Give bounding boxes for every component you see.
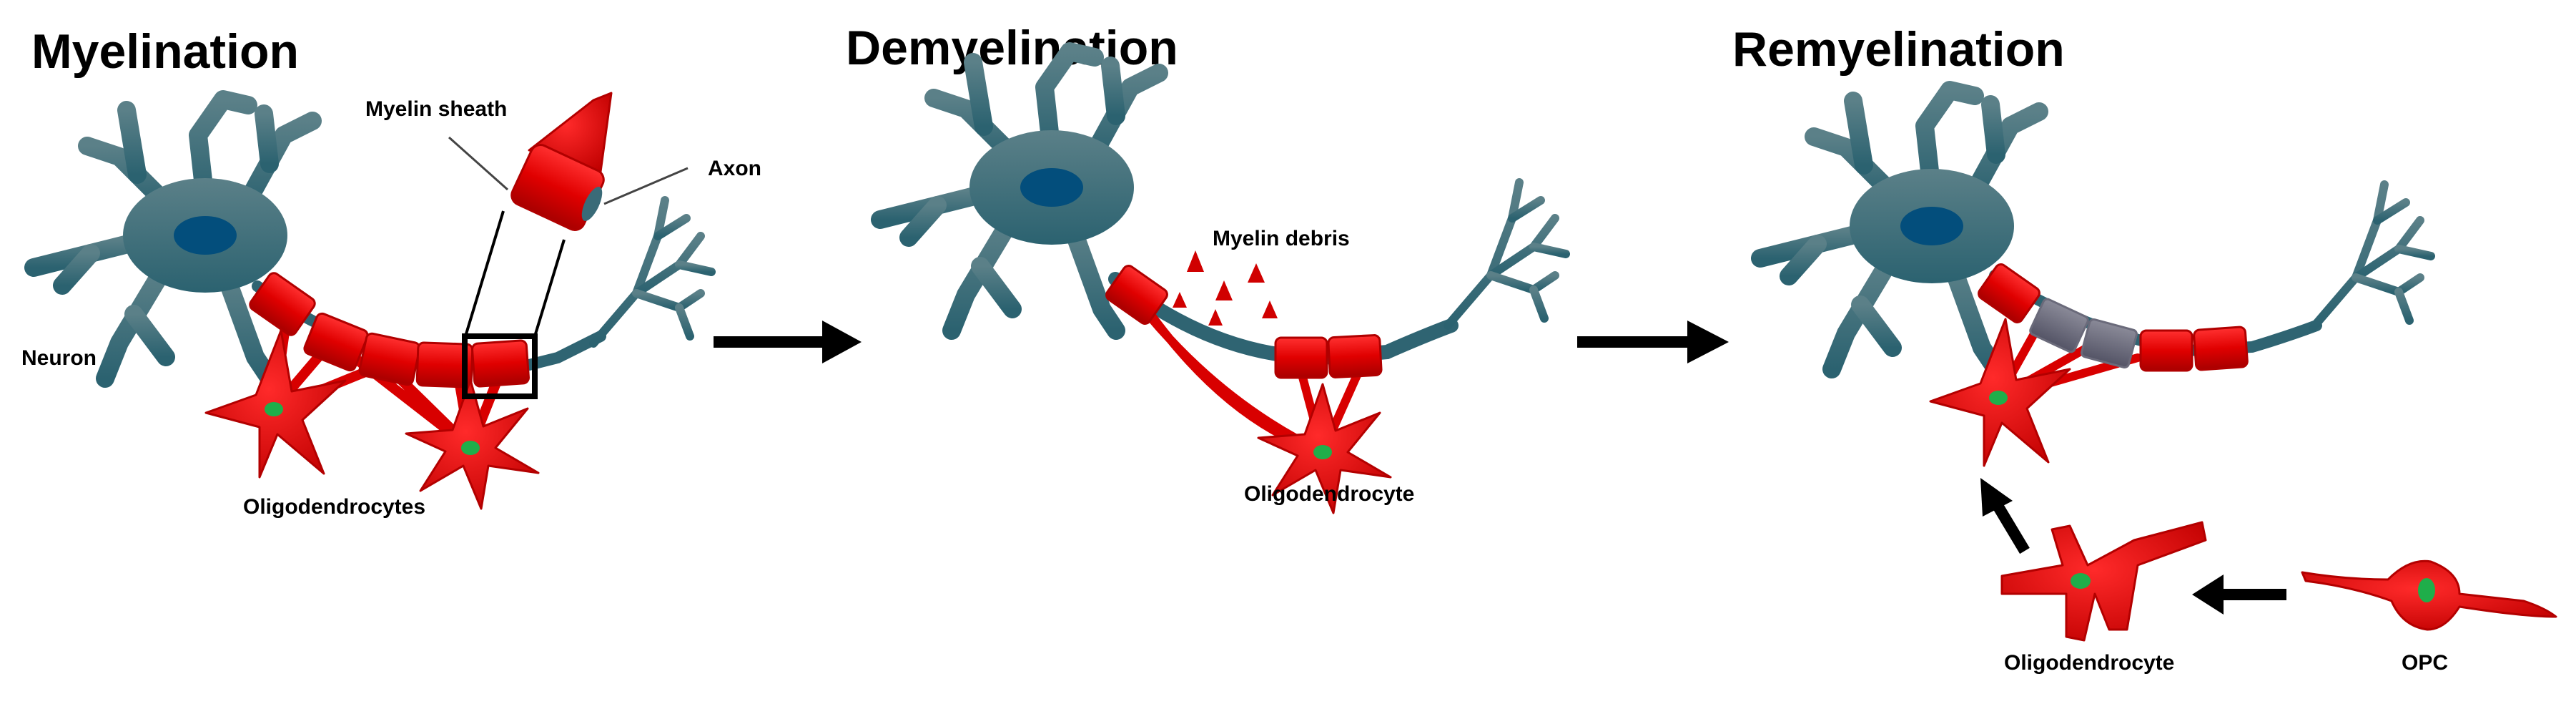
arrow-right-2	[1577, 321, 1729, 363]
label-neuron: Neuron	[21, 346, 97, 370]
arrow-right-1	[714, 321, 862, 363]
neuron	[880, 52, 1566, 366]
label-oligodendrocyte: Oligodendrocyte	[1244, 482, 1414, 506]
myelin-segments	[249, 272, 530, 388]
label-myelin-debris: Myelin debris	[1213, 227, 1350, 250]
panel-myelination: Myelination	[21, 24, 761, 519]
label-oligodendrocytes: Oligodendrocytes	[243, 495, 425, 519]
label-axon: Axon	[708, 157, 761, 180]
oligodendrocyte	[204, 329, 347, 479]
panel-remyelination: Remyelination	[1732, 22, 2557, 675]
myelin-sheath-callout	[510, 92, 613, 231]
arrow-up-left	[1980, 478, 2030, 554]
panel-title: Myelination	[31, 24, 299, 79]
myelin-segments	[1105, 265, 1383, 379]
myelin-segments	[1978, 263, 2249, 372]
arrow-left	[2192, 574, 2286, 615]
zoom-lines	[464, 210, 566, 337]
zoom-box	[462, 333, 538, 399]
opc-cell	[2301, 559, 2557, 631]
label-myelin-sheath: Myelin sheath	[365, 97, 507, 121]
label-oligodendrocyte: Oligodendrocyte	[2004, 651, 2174, 675]
oligodendrocyte	[1257, 383, 1392, 514]
oligodendrocyte-processes	[1132, 296, 1363, 456]
oligodendrocyte	[1929, 318, 2071, 467]
panel-demyelination: Demyelination Myelin debris Oli	[846, 21, 1566, 514]
callout-leaders	[448, 136, 689, 205]
panel-title: Remyelination	[1732, 22, 2065, 77]
myelin-debris	[1173, 250, 1278, 326]
oligodendrocyte	[405, 378, 540, 510]
panel-title: Demyelination	[846, 21, 1178, 75]
oligodendrocyte-lower	[2000, 521, 2207, 642]
label-opc: OPC	[2402, 651, 2448, 675]
